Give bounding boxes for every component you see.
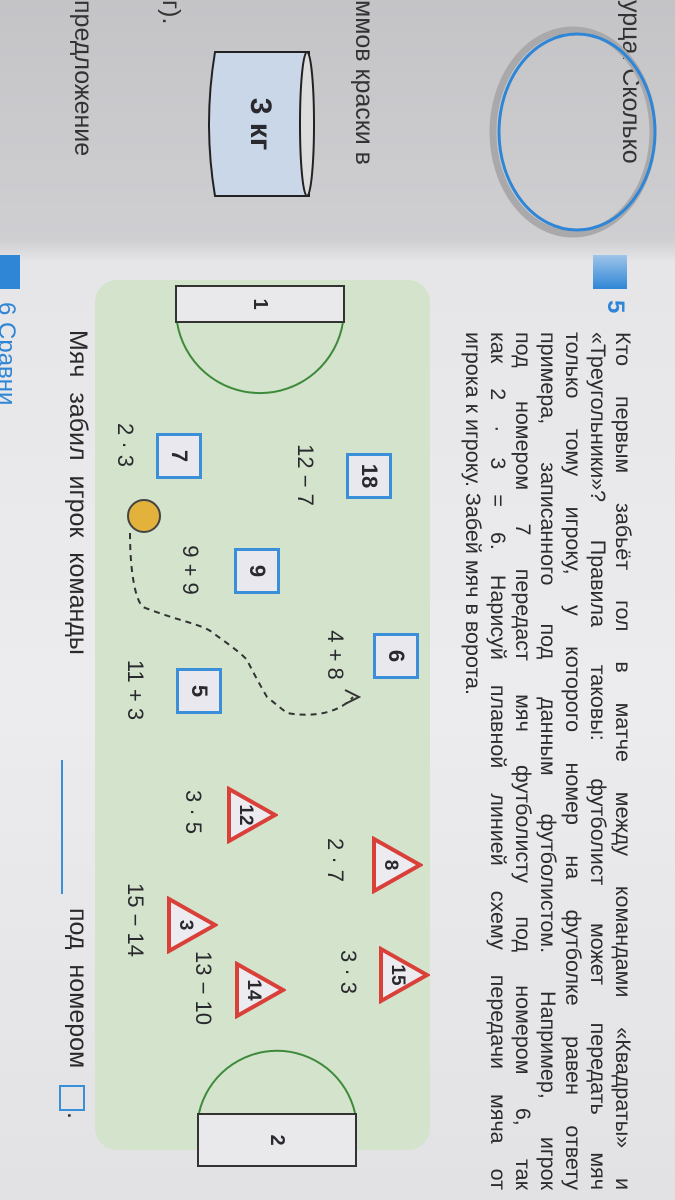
- answer-middle: под номером: [64, 908, 92, 1069]
- player-number-answer-box[interactable]: [59, 1085, 85, 1111]
- answer-suffix: .: [62, 1112, 90, 1119]
- player-triangle-8: 8: [371, 836, 423, 894]
- next-task-marker: [0, 255, 20, 289]
- player-square-7: 7: [156, 433, 202, 479]
- player-square-9: 9: [234, 548, 280, 594]
- penalty-arc-2: [198, 1049, 356, 1114]
- player-expression: 11 + 3: [123, 659, 148, 721]
- player-number: 12: [235, 804, 256, 826]
- player-number: 3: [175, 919, 196, 931]
- player-number: 6: [384, 649, 409, 663]
- player-triangle-3: 3: [166, 896, 218, 954]
- player-number: 7: [167, 449, 192, 463]
- goal-2-label: 2: [266, 1134, 289, 1146]
- player-number: 5: [187, 684, 212, 698]
- hoop-illustration: [489, 26, 657, 238]
- player-square-5: 5: [176, 668, 222, 714]
- player-expression: 13 − 10: [191, 950, 216, 1026]
- goal-1: 1: [175, 285, 345, 323]
- player-square-6: 6: [373, 633, 419, 679]
- player-number: 8: [380, 859, 401, 871]
- ball[interactable]: [127, 499, 161, 533]
- player-expression: 12 − 7: [293, 444, 318, 506]
- player-number: 14: [243, 979, 264, 1001]
- goal-1-label: 1: [249, 298, 272, 310]
- player-expression: 2 · 7: [323, 837, 348, 883]
- player-expression: 3 · 3: [336, 949, 361, 995]
- player-expression: 2 · 3: [113, 422, 138, 468]
- player-expression: 4 + 8: [323, 630, 348, 680]
- player-expression: 3 · 5: [181, 789, 206, 835]
- player-number: 15: [387, 964, 408, 986]
- paint-can: 3 кг: [203, 48, 315, 200]
- answer-prefix: Мяч забил игрок команды: [64, 330, 92, 655]
- player-expression: 9 + 9: [178, 545, 203, 595]
- goal-2: 2: [197, 1113, 357, 1167]
- player-triangle-12: 12: [226, 786, 278, 844]
- team-answer-blank[interactable]: [61, 760, 63, 894]
- player-triangle-14: 14: [234, 961, 286, 1019]
- player-number: 18: [357, 463, 382, 489]
- player-number: 9: [245, 564, 270, 578]
- arrow-head-icon: [344, 689, 362, 705]
- penalty-arc-1: [176, 321, 344, 395]
- player-expression: 15 − 14: [123, 882, 148, 958]
- player-square-18: 18: [346, 453, 392, 499]
- next-task-heading: 6 Сравни: [0, 302, 20, 406]
- player-triangle-15: 15: [378, 946, 430, 1004]
